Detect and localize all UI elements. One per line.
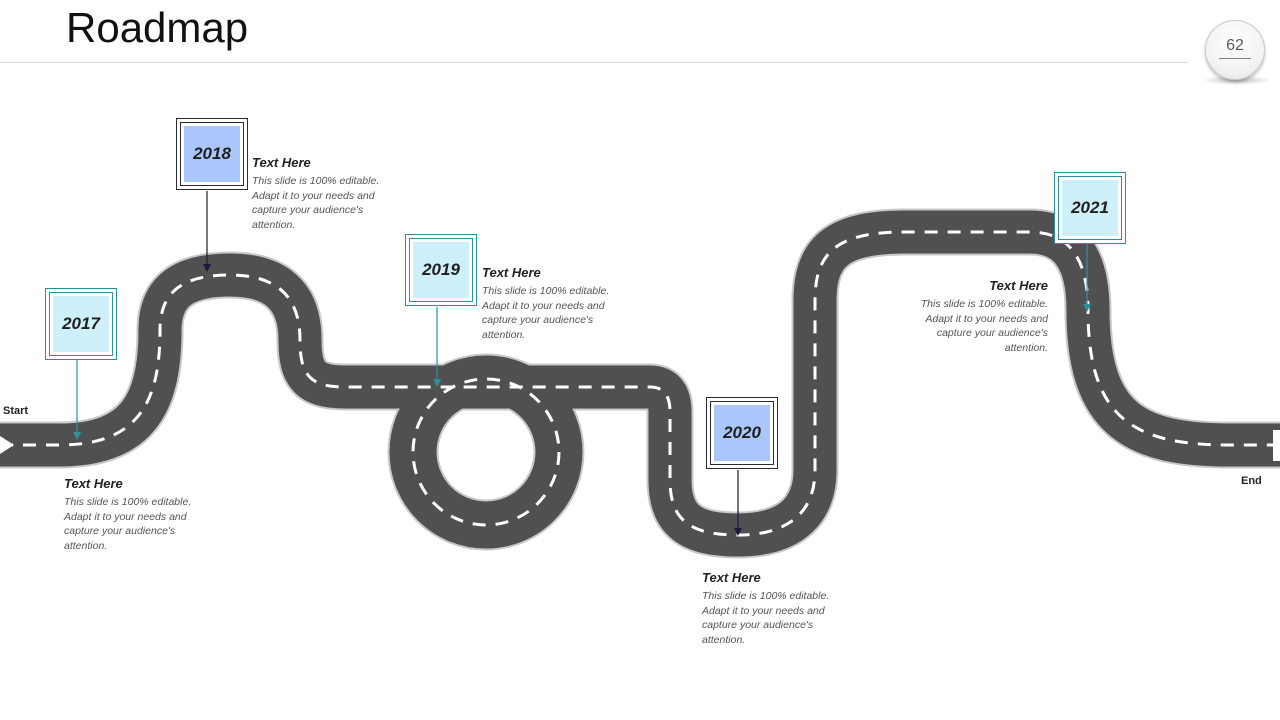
milestone-2019-box: 2019 (405, 234, 477, 306)
milestone-2018-text: This slide is 100% editable. Adapt it to… (252, 175, 380, 231)
page-number: 62 (1226, 37, 1244, 54)
title-divider (0, 62, 1188, 63)
milestone-2018-year: 2018 (184, 126, 240, 182)
badge-underline (1219, 58, 1251, 59)
end-label: End (1241, 475, 1262, 487)
badge-disc (1205, 20, 1265, 80)
milestone-2017-description: Text Here This slide is 100% editable. A… (64, 476, 204, 553)
milestone-2021-year: 2021 (1062, 180, 1118, 236)
lane-marking-loop (411, 377, 561, 527)
lane-marking-main (0, 230, 1280, 537)
milestone-2020-box: 2020 (706, 397, 778, 469)
milestone-2019-heading: Text Here (482, 265, 541, 280)
connector-arrow-2017 (73, 432, 81, 440)
milestone-2020-text: This slide is 100% editable. Adapt it to… (702, 590, 830, 646)
milestone-2021-description: Text Here This slide is 100% editable. A… (908, 278, 1048, 355)
milestone-2021-inner-frame (1058, 176, 1122, 240)
milestone-2020-year: 2020 (714, 405, 770, 461)
end-bar (1273, 430, 1280, 461)
page-number-badge: 62 (1202, 20, 1272, 85)
milestone-2017-box: 2017 (45, 288, 117, 360)
connector-arrow-2020 (734, 528, 742, 536)
milestone-2017-text: This slide is 100% editable. Adapt it to… (64, 496, 192, 552)
milestone-2017-heading: Text Here (64, 476, 123, 491)
start-label: Start (3, 405, 29, 417)
milestone-2018-inner-frame (180, 122, 244, 186)
milestone-2021-heading: Text Here (989, 278, 1048, 293)
milestone-2021-text: This slide is 100% editable. Adapt it to… (920, 298, 1048, 354)
milestone-2017-year: 2017 (53, 296, 109, 352)
connector-arrow-2021 (1083, 304, 1091, 312)
milestone-2019-text: This slide is 100% editable. Adapt it to… (482, 285, 610, 341)
milestone-2017-inner-frame (49, 292, 113, 356)
badge-shadow (1202, 75, 1272, 85)
start-arrow (0, 436, 14, 454)
milestone-2020-description: Text Here This slide is 100% editable. A… (702, 570, 842, 647)
milestone-2018-heading: Text Here (252, 155, 311, 170)
milestone-2020-heading: Text Here (702, 570, 761, 585)
connector-arrow-2018 (203, 264, 211, 272)
milestone-2018-description: Text Here This slide is 100% editable. A… (252, 155, 392, 232)
milestone-2018-box: 2018 (176, 118, 248, 190)
milestone-2020-inner-frame (710, 401, 774, 465)
connector-arrow-2019 (433, 379, 441, 387)
page-title: Roadmap (66, 4, 249, 51)
milestone-2019-description: Text Here This slide is 100% editable. A… (482, 265, 622, 342)
milestone-2021-box: 2021 (1054, 172, 1126, 244)
milestone-2019-inner-frame (409, 238, 473, 302)
milestone-2019-year: 2019 (413, 242, 469, 298)
